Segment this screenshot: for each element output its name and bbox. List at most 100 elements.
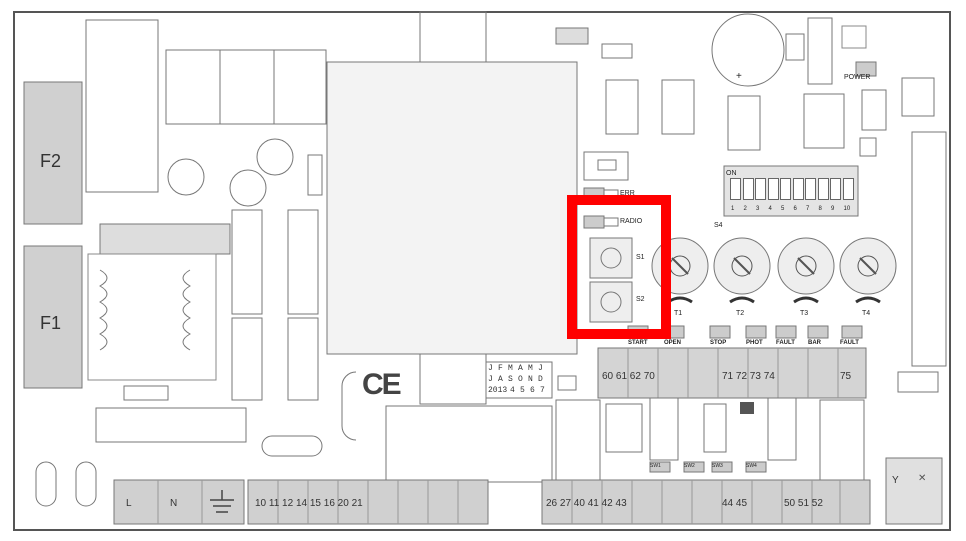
- date-grid-cell: M: [528, 364, 533, 373]
- transformer-coils: [87, 253, 217, 381]
- power-label: POWER: [844, 74, 871, 81]
- transistor: [740, 402, 754, 414]
- right-connector: [911, 131, 947, 367]
- fuse-f1-label: F1: [40, 313, 62, 333]
- dip-switch-number: 3: [756, 206, 760, 212]
- sw-label: SW3: [712, 463, 723, 469]
- date-grid-cell: 5: [520, 386, 525, 395]
- capacitor-3: [229, 169, 267, 207]
- sw-4: [745, 461, 767, 473]
- connector-label: BAR: [808, 340, 821, 346]
- small-cap-2: [859, 137, 877, 157]
- date-grid-cell: J: [538, 364, 543, 373]
- vertical-part: [807, 17, 833, 85]
- sw-label: SW2: [684, 463, 695, 469]
- dip-switch-9[interactable]: [830, 178, 841, 200]
- connector-label: FAULT: [776, 340, 795, 346]
- component-col-1: [231, 209, 263, 315]
- relay-3: [273, 49, 327, 125]
- button-s2-cap: [600, 291, 622, 313]
- button-s2[interactable]: [589, 281, 633, 323]
- button-s1[interactable]: [589, 237, 633, 279]
- upper-terminal-dividers: [627, 348, 839, 398]
- button-s1-cap: [600, 247, 622, 269]
- radio-led: [583, 215, 605, 229]
- crystal-2: [35, 461, 57, 507]
- dip-switch-number: 10: [843, 206, 851, 212]
- dip-switch-6[interactable]: [792, 178, 804, 200]
- small-square: [557, 375, 577, 391]
- lamp-icon: ✕: [918, 473, 927, 484]
- sw-3: [711, 461, 733, 473]
- crystal-3: [75, 461, 97, 507]
- dip-switch-4[interactable]: [767, 178, 779, 200]
- connector-label: PHOT: [746, 340, 763, 346]
- resistor-2: [123, 385, 169, 401]
- dip-switch-1[interactable]: [730, 178, 741, 200]
- fuse-f2-label: F2: [40, 151, 62, 171]
- date-grid-box: [485, 361, 553, 399]
- fuse-f2: [23, 81, 83, 225]
- dip-switch-8[interactable]: [817, 178, 829, 200]
- jumper-block: [583, 151, 629, 181]
- dip-switch-number: 1: [731, 206, 735, 212]
- power-led: [855, 61, 877, 77]
- trimmer-label-t3: T3: [800, 310, 809, 317]
- coil-right: [182, 269, 192, 351]
- trimmer-label-t4: T4: [862, 310, 871, 317]
- upper-terminal-block: [597, 347, 867, 399]
- arc-component: [341, 371, 357, 441]
- terminal-block-3-label: 44 45: [722, 498, 748, 509]
- small-res: [601, 43, 633, 59]
- display: [901, 77, 935, 117]
- right-connector-foot: [897, 371, 939, 393]
- dip-switch-5[interactable]: [780, 178, 791, 200]
- capacitor-1: [167, 158, 205, 196]
- date-grid-cell: F: [498, 364, 503, 373]
- resistor-1: [307, 154, 323, 196]
- small-cap: [555, 27, 589, 45]
- terminal-l: L: [126, 498, 132, 509]
- trimmer-label-t1: T1: [674, 310, 683, 317]
- err-led-label: ERR: [620, 190, 635, 197]
- ic-5: [649, 397, 679, 461]
- date-grid-cell: O: [518, 375, 523, 384]
- dip-switch-number: 2: [743, 206, 747, 212]
- date-grid-cell: J: [488, 364, 493, 373]
- coil-left: [98, 269, 108, 351]
- button-s2-label: S2: [636, 296, 645, 303]
- ce-mark: CE: [362, 368, 402, 401]
- date-grid-cell: S: [508, 375, 513, 384]
- heatsink-bar: [95, 407, 247, 443]
- sw-2: [683, 461, 705, 473]
- relay-tall: [85, 19, 159, 193]
- dip-on-label: ON: [726, 170, 737, 177]
- transformer-top: [99, 223, 231, 255]
- ic-4: [803, 93, 845, 149]
- connector-label: OPEN: [664, 340, 682, 346]
- dip-switch-3[interactable]: [755, 178, 766, 200]
- connector-label: FAULT: [840, 340, 859, 346]
- battery-circle: [711, 13, 785, 87]
- date-grid-cell: N: [528, 375, 533, 384]
- radio-led-res: [603, 217, 619, 227]
- upper-terminals-b: 71 72 73 74: [722, 371, 775, 382]
- fuse-f1: [23, 245, 83, 389]
- resistor-array-2: [703, 403, 727, 453]
- dip-switch-7[interactable]: [805, 178, 816, 200]
- dip-switch-number: 7: [806, 206, 810, 212]
- sw-label: SW1: [650, 463, 661, 469]
- dip-switch-name: S4: [714, 222, 723, 229]
- side-terminal-label: Y: [892, 475, 899, 486]
- dip-switch-2[interactable]: [742, 178, 754, 200]
- mains-terminal: [113, 479, 245, 525]
- component-col-2: [287, 209, 319, 315]
- jumper: [597, 159, 617, 171]
- module-top-tab: [419, 11, 487, 63]
- dip-switch-number: 9: [831, 206, 835, 212]
- dip-switch-10[interactable]: [842, 178, 854, 200]
- date-grid-cell: M: [508, 364, 513, 373]
- capacitor-2: [256, 138, 294, 176]
- ic-3: [727, 95, 761, 151]
